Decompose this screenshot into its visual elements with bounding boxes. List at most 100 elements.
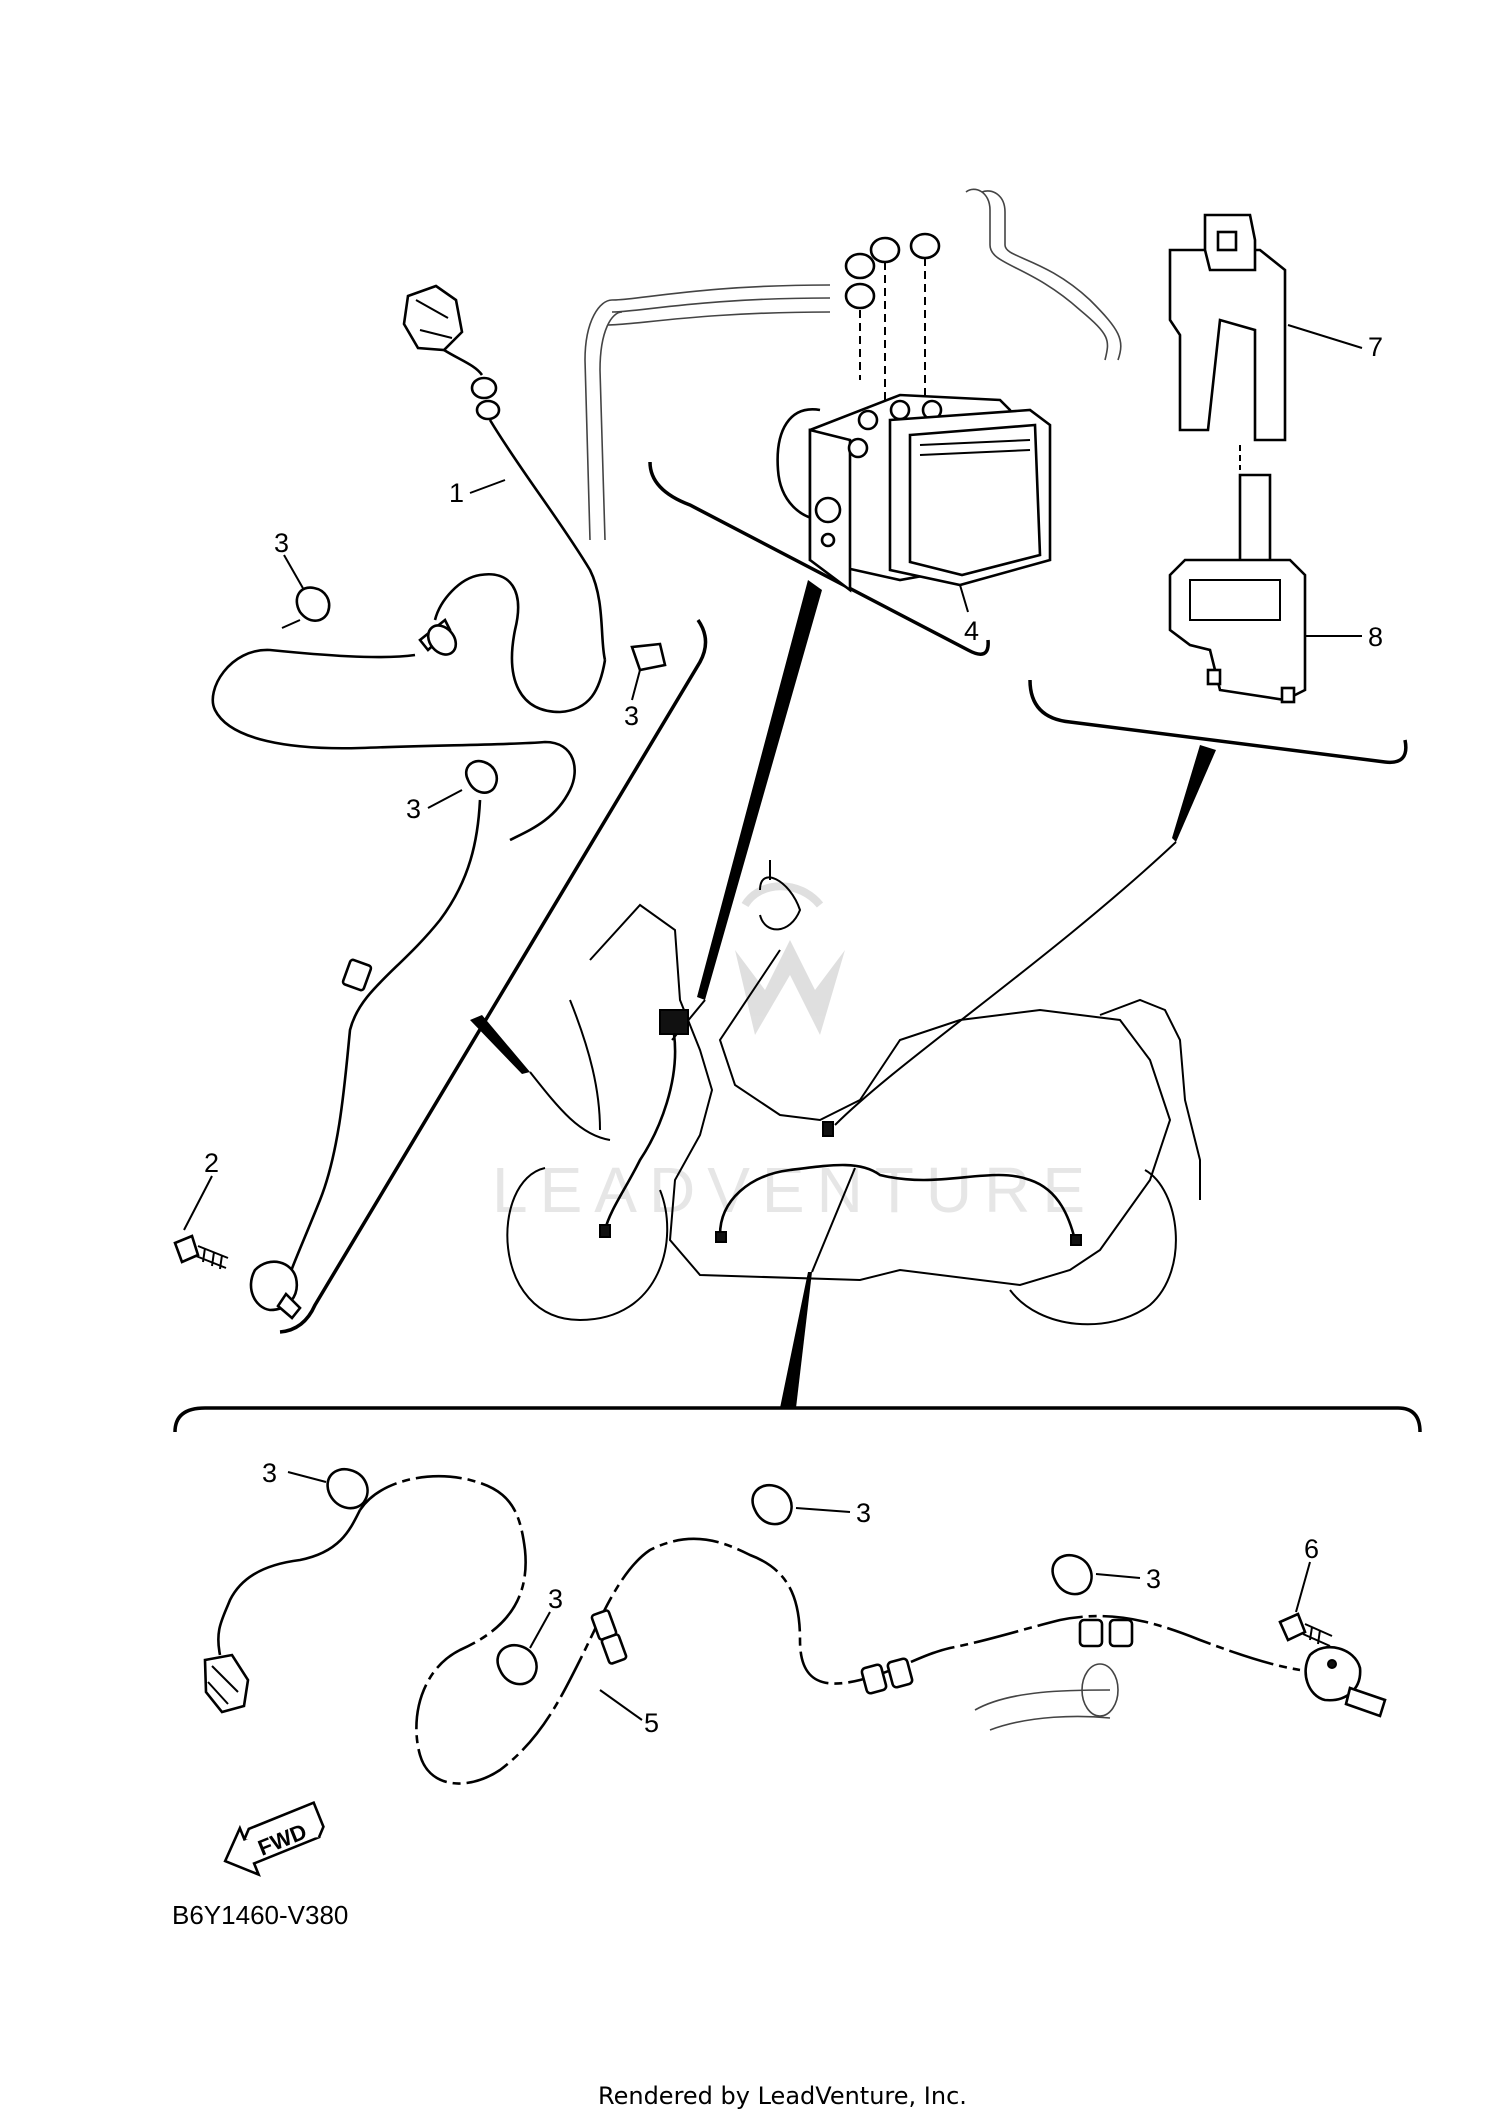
relay-cover-tab-left bbox=[1206, 668, 1222, 686]
frame-relay bbox=[1028, 679, 1408, 765]
rear-clip-4[interactable] bbox=[1051, 1553, 1093, 1596]
relay-cover-opening bbox=[1189, 579, 1281, 621]
front-connector[interactable] bbox=[402, 284, 464, 352]
rear-grommet-3 bbox=[1078, 1618, 1104, 1648]
leader-4 bbox=[959, 584, 969, 613]
rear-grommet-6 bbox=[886, 1657, 914, 1689]
banjo-bolts bbox=[844, 232, 941, 400]
swingarm-ghost-boss bbox=[1081, 1663, 1119, 1717]
rear-sensor-tip bbox=[1344, 1686, 1387, 1718]
bike-rear-connector bbox=[715, 1231, 727, 1243]
callout-3b: 3 bbox=[624, 701, 639, 731]
callout-5: 5 bbox=[644, 1708, 659, 1738]
abs-hole-2 bbox=[889, 399, 911, 421]
leader-3a bbox=[283, 554, 305, 591]
front-lead-middle bbox=[211, 648, 576, 842]
render-note: Rendered by LeadVenture, Inc. bbox=[598, 2082, 967, 2110]
rear-grommet-4 bbox=[1108, 1618, 1134, 1648]
banjo-bolt-2 bbox=[869, 236, 901, 264]
bolt-front-head[interactable] bbox=[173, 1234, 200, 1264]
front-lead-upper bbox=[488, 419, 607, 661]
fork-line bbox=[569, 999, 601, 1131]
rear-lead-start bbox=[217, 1509, 362, 1656]
front-clip-middle[interactable] bbox=[464, 759, 498, 794]
bike-rear-harness bbox=[718, 1163, 1077, 1241]
frame-abs bbox=[648, 461, 990, 656]
brake-line-right-2 bbox=[981, 190, 1122, 361]
relay-group bbox=[1168, 213, 1307, 704]
rear-clip-3[interactable] bbox=[496, 1643, 538, 1686]
leader-5 bbox=[599, 1689, 643, 1721]
abs-port-2 bbox=[820, 532, 836, 548]
motorcycle-outline bbox=[506, 860, 1201, 1326]
callout-8: 8 bbox=[1368, 622, 1383, 652]
abs-hole-4 bbox=[847, 437, 869, 459]
leader-1 bbox=[469, 479, 506, 494]
leader-2 bbox=[183, 1175, 213, 1231]
callout-7: 7 bbox=[1368, 332, 1383, 362]
bike-front-harness bbox=[603, 1033, 677, 1231]
rear-connector-detail bbox=[207, 1665, 239, 1705]
leader-3d bbox=[287, 1471, 327, 1483]
front-grommet-top2 bbox=[475, 399, 501, 421]
leader-3c bbox=[427, 789, 463, 809]
bolt-rear-head[interactable] bbox=[1278, 1612, 1307, 1642]
callout-3a: 3 bbox=[274, 528, 289, 558]
callout-2: 2 bbox=[204, 1148, 219, 1178]
bolt-rear-thread bbox=[1302, 1623, 1333, 1647]
brake-line-right bbox=[965, 188, 1109, 361]
swingarm-ghost bbox=[974, 1689, 1111, 1731]
frame-front-sensor bbox=[279, 618, 708, 1334]
callout-labels: 1 2 3 3 3 3 3 3 3 4 5 6 7 8 bbox=[204, 332, 1383, 1738]
brake-line-down-2 bbox=[599, 311, 623, 541]
brake-lines-left bbox=[607, 284, 831, 326]
abs-ecu-cover bbox=[908, 423, 1042, 577]
rear-clip-2[interactable] bbox=[751, 1483, 793, 1526]
relay-body[interactable] bbox=[1168, 248, 1287, 442]
leader-3f bbox=[529, 1611, 551, 1649]
banjo-bolt-guides bbox=[859, 258, 926, 400]
callout-leaders bbox=[183, 324, 1363, 1721]
bolt-front-thread bbox=[195, 1245, 229, 1270]
callout-3f: 3 bbox=[548, 1584, 563, 1614]
relay-location-marker bbox=[822, 1121, 834, 1137]
callout-6: 6 bbox=[1304, 1534, 1319, 1564]
callout-3d: 3 bbox=[262, 1458, 277, 1488]
abs-port-1 bbox=[814, 496, 842, 524]
leader-wedge-relay bbox=[1172, 745, 1216, 842]
callout-4: 4 bbox=[964, 616, 979, 646]
rear-clip-1[interactable] bbox=[326, 1467, 369, 1510]
front-lead-top bbox=[443, 348, 484, 376]
rear-grommet-5 bbox=[860, 1663, 888, 1695]
frame-rear-sensor bbox=[173, 1406, 1422, 1433]
abs-ecu-ribs bbox=[919, 439, 1031, 456]
abs-unit-group bbox=[584, 188, 1122, 593]
front-clip-connector[interactable] bbox=[630, 642, 667, 672]
leader-7 bbox=[1287, 324, 1363, 349]
relay-cover-tab-right bbox=[1280, 686, 1296, 704]
watermark-text: LEADVENTURE bbox=[492, 1154, 1097, 1226]
front-lead-lower bbox=[283, 799, 482, 1291]
leader-line-front bbox=[529, 1071, 611, 1141]
bike-rear-sensor-end bbox=[1070, 1234, 1082, 1246]
fwd-arrow-depth bbox=[243, 1800, 325, 1840]
front-connector-detail bbox=[415, 299, 453, 339]
leader-line-rear bbox=[811, 1167, 856, 1273]
rear-lead-run bbox=[358, 1474, 1301, 1785]
front-grommet-lower bbox=[341, 958, 373, 992]
banjo-bolt-1 bbox=[844, 252, 876, 280]
leader-wedge-front bbox=[470, 1015, 530, 1074]
callout-3c: 3 bbox=[406, 794, 421, 824]
tail-outline bbox=[1099, 998, 1201, 1200]
abs-location-marker bbox=[659, 1009, 689, 1035]
leader-3b bbox=[631, 669, 641, 701]
front-clip-upper[interactable] bbox=[295, 586, 331, 622]
leader-3e bbox=[795, 1507, 851, 1513]
leader-wedge-abs bbox=[697, 580, 822, 1000]
rear-wheel bbox=[1009, 1169, 1177, 1326]
callout-3g: 3 bbox=[1146, 1564, 1161, 1594]
brake-line-down bbox=[584, 299, 613, 541]
rear-sensor-group bbox=[203, 1467, 1387, 1785]
